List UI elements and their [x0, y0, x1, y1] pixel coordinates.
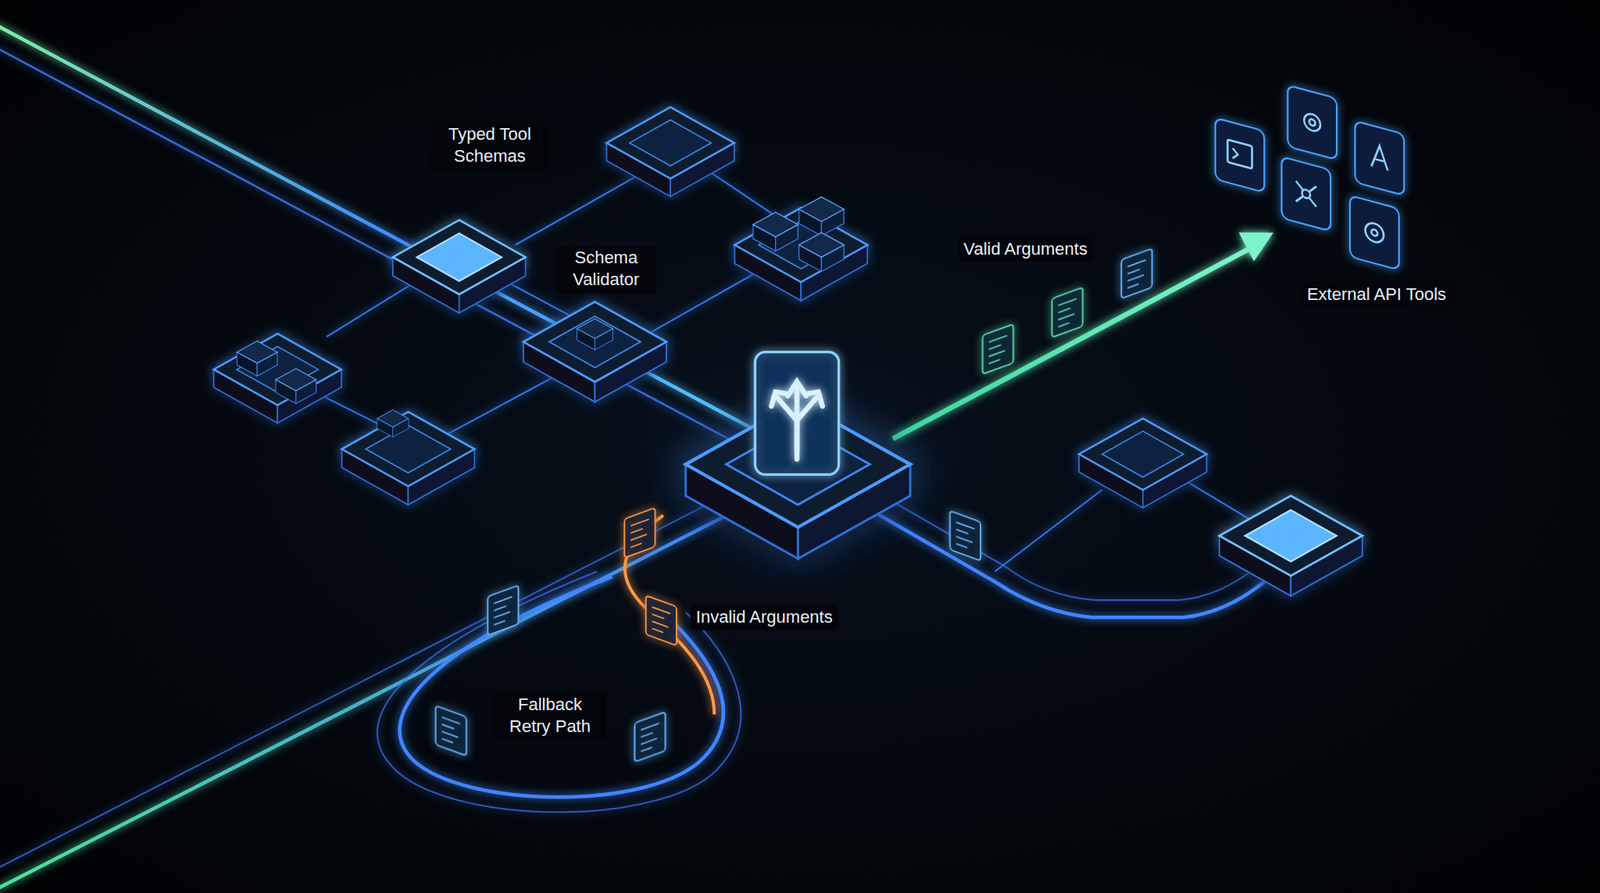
valid-arrow — [892, 232, 1274, 439]
api-tool-icons — [1215, 85, 1405, 270]
router-hub — [685, 352, 911, 559]
platform-tiles — [214, 107, 1363, 596]
path-label: Fallback Retry Path — [493, 692, 607, 740]
argument-docs — [435, 248, 1153, 762]
flow-beams — [0, 24, 1271, 890]
path-label: Valid Arguments — [957, 235, 1093, 262]
path-label: External API Tools — [1301, 282, 1452, 308]
path-label: Invalid Arguments — [690, 604, 839, 631]
path-label: Schema Validator — [555, 245, 657, 293]
wire-lines — [306, 171, 1256, 572]
path-label: Typed Tool Schemas — [429, 121, 550, 170]
retry-loop — [377, 515, 741, 813]
